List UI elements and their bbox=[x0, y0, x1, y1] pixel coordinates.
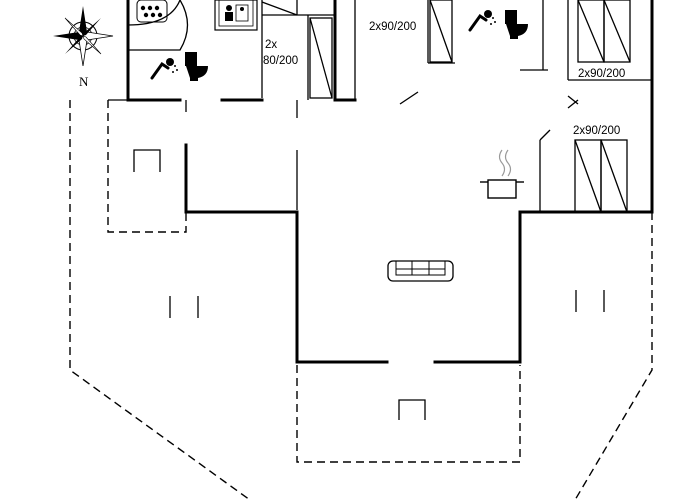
bed-size-label: 2x90/200 bbox=[578, 68, 625, 80]
toilet-icon bbox=[505, 10, 528, 39]
shower-icon bbox=[468, 10, 496, 32]
terraces bbox=[69, 100, 653, 500]
sauna-icon bbox=[214, 0, 258, 31]
doors bbox=[261, 1, 579, 141]
bed-count-label: 2x bbox=[265, 39, 277, 51]
stove-pot-icon bbox=[480, 149, 524, 199]
bed-size-label: 2x90/200 bbox=[573, 125, 620, 137]
bed-size-label: 80/200 bbox=[263, 55, 298, 67]
exterior-walls bbox=[126, 0, 654, 364]
whirlpool-icon bbox=[127, 0, 189, 51]
sofa-icon bbox=[387, 260, 454, 282]
bed-icon bbox=[309, 0, 631, 213]
compass-rose-icon bbox=[53, 6, 114, 67]
terrace-table-icon bbox=[133, 149, 605, 420]
toilet-icon bbox=[185, 52, 208, 81]
shower-icon bbox=[150, 58, 178, 80]
north-label: N bbox=[79, 74, 89, 89]
interior-walls bbox=[108, 0, 652, 212]
bed-size-label: 2x90/200 bbox=[369, 21, 416, 33]
